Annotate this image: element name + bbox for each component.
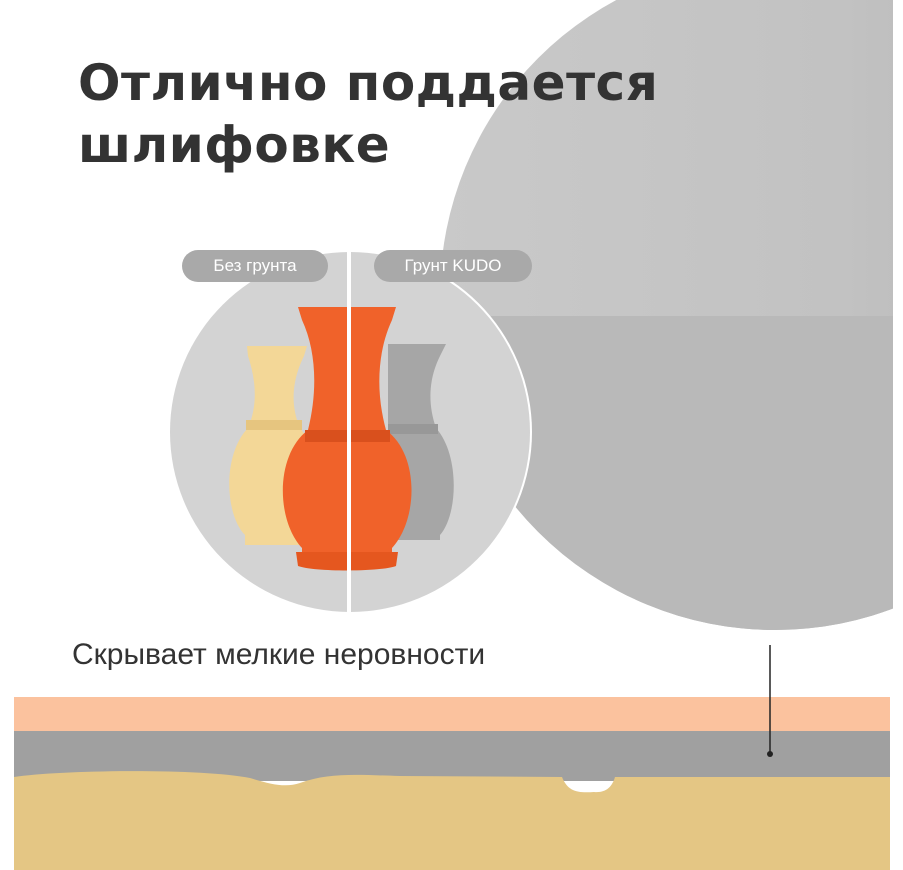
- comparison-circle: [168, 222, 532, 614]
- title-line-1: Отлично поддается: [78, 54, 659, 112]
- label-with-primer: Грунт KUDO: [374, 250, 532, 282]
- paint-layer: [14, 697, 890, 732]
- sanded-surface-circle: [440, 0, 893, 630]
- base-layer: [14, 771, 890, 870]
- title-line-2: шлифовке: [78, 116, 391, 174]
- subtitle: Скрывает мелкие неровности: [72, 638, 486, 671]
- pointer-dot: [767, 751, 773, 757]
- layers-diagram: [14, 645, 890, 870]
- label-without-primer: Без грунта: [182, 250, 328, 282]
- page-title: Отлично поддается шлифовке: [78, 52, 658, 176]
